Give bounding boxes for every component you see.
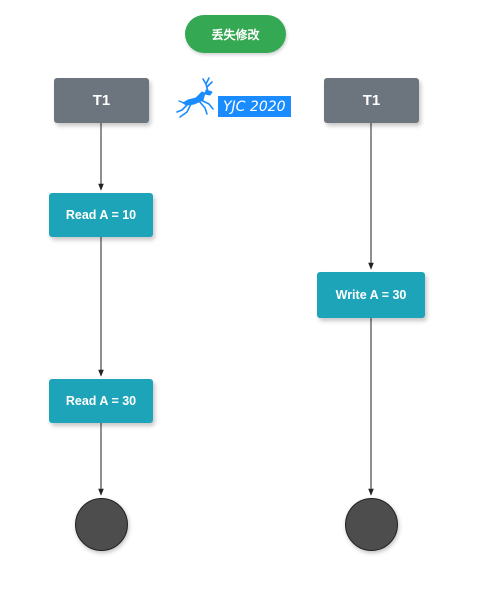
diagram-title: 丢失修改 [185,15,286,53]
lane-right-header: T1 [324,78,419,123]
lane-left-step-2: Read A = 30 [49,379,153,423]
lane-left-header: T1 [54,78,149,123]
lane-left-end-node [75,498,128,551]
watermark-label: YJC 2020 [218,96,291,117]
lane-right-step-1: Write A = 30 [317,272,425,318]
lane-right-end-node [345,498,398,551]
lane-left-step-1: Read A = 10 [49,193,153,237]
leaping-deer-icon [176,77,214,118]
